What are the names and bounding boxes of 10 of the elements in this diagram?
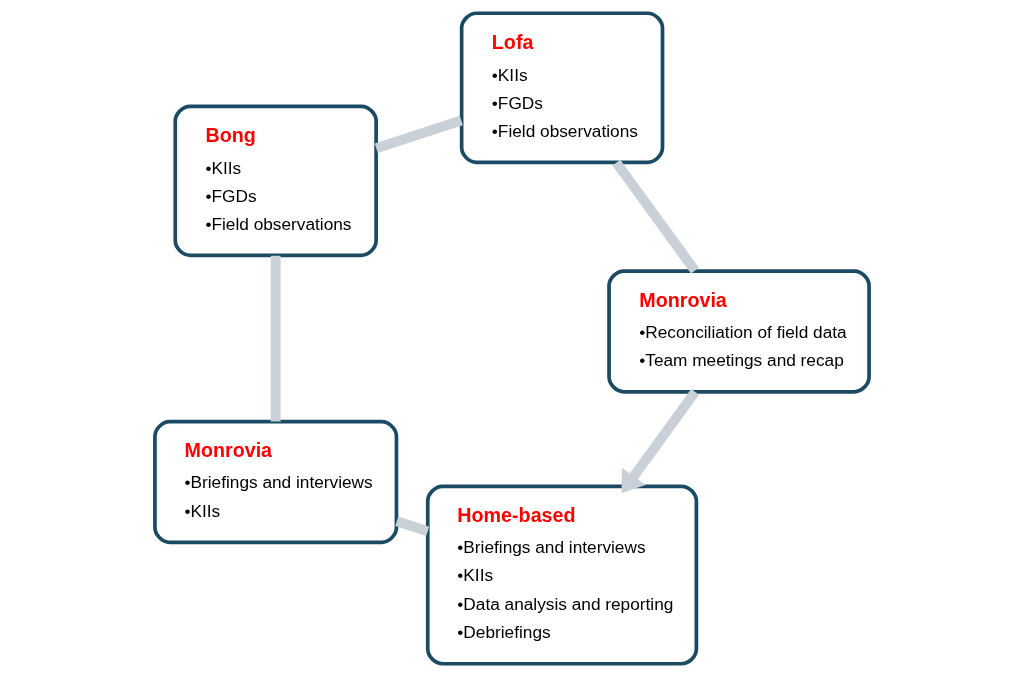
node-box: Lofa •KIIs •FGDs •Field observations — [459, 11, 665, 165]
connector — [374, 115, 463, 153]
connector — [395, 516, 430, 537]
node-box: Monrovia •Reconciliation of field data •Team meetings and recap — [607, 269, 871, 394]
node-box: Home-based •Briefings and interviews •KIIs •Data analysis and reporting •Debriefings — [425, 484, 699, 666]
connector — [612, 159, 699, 274]
connector — [270, 255, 281, 422]
arrow — [621, 389, 700, 494]
node-box: Monrovia •Briefings and interviews •KIIs — [153, 419, 399, 545]
node-box: Bong •KIIs •FGDs •Field observations — [173, 104, 378, 258]
